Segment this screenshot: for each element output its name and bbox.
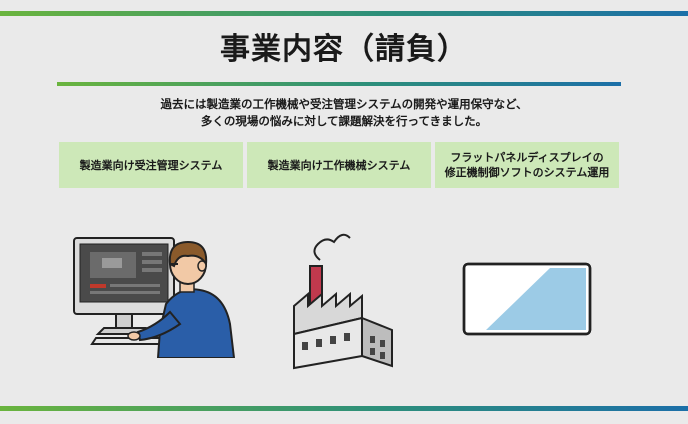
service-card-machine-tool: 製造業向け工作機械システム xyxy=(247,142,431,188)
person-at-computer-illustration xyxy=(73,237,236,358)
service-card-label: 製造業向け工作機械システム xyxy=(267,158,411,172)
page-description: 過去には製造業の工作機械や受注管理システムの開発や運用保守など、 多くの現場の悩… xyxy=(0,96,688,130)
description-line-1: 過去には製造業の工作機械や受注管理システムの開発や運用保守など、 xyxy=(160,97,528,111)
description-line-2: 多くの現場の悩みに対して課題解決を行ってきました。 xyxy=(200,114,488,128)
service-card-label: フラットパネルディスプレイの xyxy=(450,151,604,164)
service-card-flat-panel: フラットパネルディスプレイの 修正機制御ソフトのシステム運用 xyxy=(435,142,619,188)
factory-illustration xyxy=(293,233,393,370)
service-cards: 製造業向け受注管理システム 製造業向け工作機械システム フラットパネルディスプレ… xyxy=(59,142,619,188)
service-card-label: 修正機制御ソフトのシステム運用 xyxy=(444,166,610,179)
service-card-label: 製造業向け受注管理システム xyxy=(79,158,223,172)
flat-panel-display-illustration xyxy=(462,262,592,336)
top-gradient-bar xyxy=(0,11,688,16)
service-card-order-management: 製造業向け受注管理システム xyxy=(59,142,243,188)
title-underline xyxy=(57,82,621,86)
page-title: 事業内容（請負） xyxy=(220,32,468,67)
bottom-gradient-bar xyxy=(0,406,688,411)
